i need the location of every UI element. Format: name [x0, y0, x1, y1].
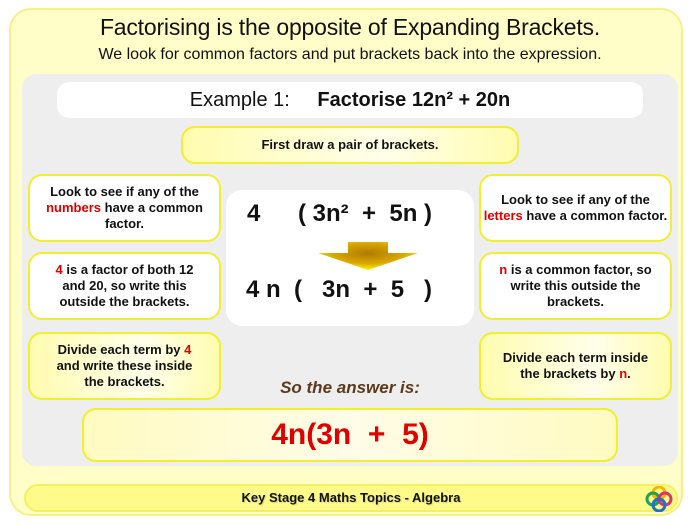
step-text: Look to see if any of the	[501, 192, 650, 207]
step-text: Divide each term inside the brackets by	[502, 350, 649, 381]
footer-text: Key Stage 4 Maths Topics - Algebra	[241, 490, 461, 505]
step-text: .	[627, 366, 631, 381]
step-text: is a factor of both 12 and 20, so write …	[59, 262, 194, 309]
answer-box: 4n(3n + 5)	[82, 408, 618, 462]
step-text: and write these inside the brackets.	[56, 358, 193, 389]
footer-bar: Key Stage 4 Maths Topics - Algebra	[24, 484, 678, 512]
step-right-divide: Divide each term inside the brackets by …	[479, 332, 672, 400]
highlight-word: numbers	[46, 200, 101, 215]
highlight-word: n	[499, 262, 508, 277]
working-panel: 4 ( 3n² + 5n ) 4 n ( 3n + 5 )	[226, 190, 474, 326]
working-factor: 4	[247, 200, 261, 227]
slide-title: Factorising is the opposite of Expanding…	[99, 14, 601, 40]
step-left-divide: Divide each term by 4 and write these in…	[28, 332, 221, 400]
step-text: Divide each term by	[57, 342, 181, 357]
step-left-numbers: Look to see if any of the numbers have a…	[28, 174, 221, 242]
highlight-word: 4	[184, 342, 192, 357]
step-left-factor-4: 4 is a factor of both 12 and 20, so writ…	[28, 252, 221, 320]
clover-logo-icon	[645, 486, 673, 512]
step-right-letters: Look to see if any of the letters have a…	[479, 174, 672, 242]
working-bracket: ( 3n² + 5n )	[298, 200, 433, 227]
step-text: have a common factor.	[526, 208, 668, 223]
answer-label: So the answer is:	[280, 378, 420, 397]
step-text: have a common factor.	[104, 200, 203, 231]
highlight-word: n	[619, 366, 628, 381]
slide-subtitle: We look for common factors and put brack…	[98, 46, 602, 63]
step-first-draw-brackets: First draw a pair of brackets.	[181, 126, 519, 164]
highlight-word: 4	[55, 262, 63, 277]
example-task: Factorise 12n² + 20n	[317, 89, 511, 111]
working-result: 4 n ( 3n + 5 )	[246, 276, 433, 303]
step-text: First draw a pair of brackets.	[261, 137, 439, 152]
highlight-word: letters	[483, 208, 523, 223]
down-arrow-icon	[318, 242, 418, 270]
step-text: Look to see if any of the	[50, 184, 199, 199]
step-text: is a common factor, so write this outsid…	[510, 262, 652, 309]
example-label: Example 1:	[189, 89, 290, 111]
step-right-factor-n: n is a common factor, so write this outs…	[479, 252, 672, 320]
example-banner: Example 1: Factorise 12n² + 20n	[57, 82, 643, 118]
